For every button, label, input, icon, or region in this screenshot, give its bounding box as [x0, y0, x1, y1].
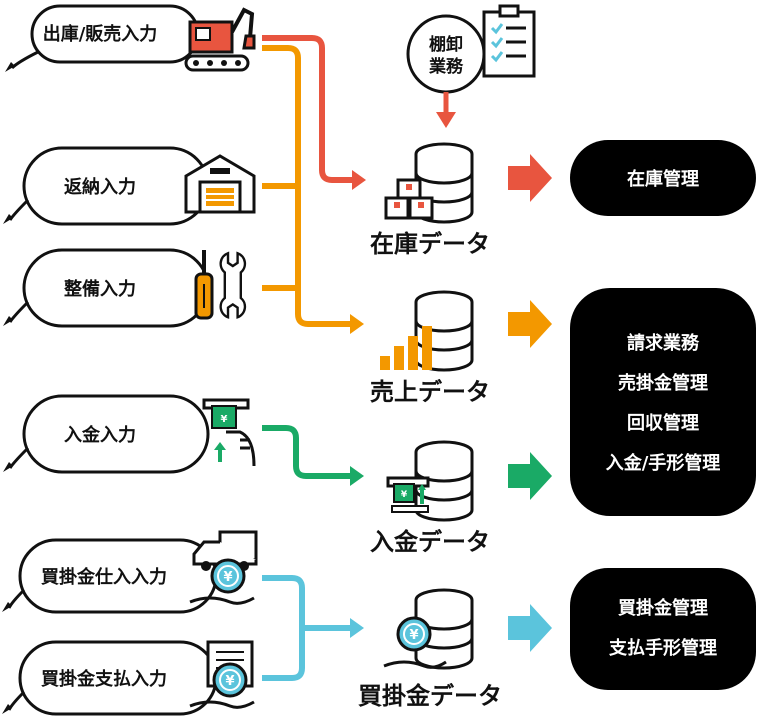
svg-text:¥: ¥ — [221, 414, 228, 425]
db-label-inventory: 在庫データ — [370, 230, 490, 258]
pencil-icon — [5, 62, 15, 72]
badge-line1: 棚卸 — [429, 34, 463, 55]
input-bubble-return: 返納入力 — [3, 146, 210, 226]
tools-icon — [194, 250, 247, 320]
db-label-payment: 入金データ — [370, 528, 490, 556]
input-label-shipping: 出庫/販売入力 — [43, 23, 158, 45]
truck-yen-icon: ¥ — [189, 530, 258, 605]
output-box-payables: 買掛金管理 支払手形管理 — [570, 568, 756, 690]
pencil-icon — [3, 316, 13, 326]
atm-icon: ¥ — [202, 398, 256, 467]
svg-text:¥: ¥ — [225, 674, 234, 689]
excavator-icon — [184, 7, 256, 72]
input-label-return: 返納入力 — [64, 176, 136, 198]
input-bubble-payment-received: 入金入力 — [3, 394, 210, 474]
output-billing-line-4: 入金/手形管理 — [606, 452, 721, 474]
output-payables-line-1: 買掛金管理 — [618, 597, 708, 619]
input-bubble-shipping: 出庫/販売入力 — [5, 4, 200, 72]
pencil-icon — [3, 214, 13, 224]
output-payables-line-2: 支払手形管理 — [608, 637, 717, 659]
pencil-icon — [2, 704, 12, 714]
output-billing-line-3: 回収管理 — [627, 412, 699, 434]
output-billing-line-1: 請求業務 — [627, 332, 700, 354]
invoice-yen-icon: ¥ — [189, 640, 255, 709]
warehouse-icon — [184, 154, 256, 214]
arrow-cyan — [508, 604, 552, 652]
pencil-icon — [2, 602, 12, 612]
svg-text:¥: ¥ — [223, 570, 232, 585]
output-inventory-line-1: 在庫管理 — [627, 168, 699, 190]
arrow-red — [508, 154, 552, 202]
input-label-purchase: 買掛金仕入入力 — [41, 566, 167, 588]
connector-green — [262, 425, 364, 486]
clipboard-icon — [482, 4, 536, 78]
db-label-sales: 売上データ — [370, 378, 490, 406]
input-bubble-purchase: 買掛金仕入入力 — [2, 538, 218, 614]
database-icon — [414, 588, 474, 670]
yen-coin-icon: ¥ — [383, 616, 447, 669]
arrow-green — [508, 452, 552, 500]
input-label-maintenance: 整備入力 — [63, 278, 136, 300]
input-label-payable-payment: 買掛金支払入力 — [41, 668, 167, 690]
boxes-icon — [384, 178, 434, 220]
output-box-billing: 請求業務 売掛金管理 回収管理 入金/手形管理 — [570, 288, 756, 516]
database-icon — [414, 440, 474, 522]
svg-text:¥: ¥ — [401, 490, 408, 500]
bar-chart-icon — [380, 326, 432, 370]
output-billing-line-2: 売掛金管理 — [618, 372, 708, 394]
inventory-check-badge: 棚卸 業務 — [406, 14, 486, 128]
db-label-payables: 買掛金データ — [358, 682, 502, 710]
connector-cyan — [262, 575, 364, 681]
input-bubble-payable-payment: 買掛金支払入力 — [2, 640, 218, 716]
connector-red — [262, 35, 366, 190]
badge-line2: 業務 — [429, 56, 464, 77]
connector-orange — [262, 45, 364, 334]
arrow-orange — [508, 300, 552, 348]
input-label-payment-received: 入金入力 — [64, 424, 136, 446]
input-bubble-maintenance: 整備入力 — [3, 248, 210, 328]
output-box-inventory: 在庫管理 — [570, 140, 756, 216]
svg-text:¥: ¥ — [409, 628, 418, 643]
pencil-icon — [3, 462, 13, 472]
atm-icon: ¥ — [386, 476, 430, 513]
